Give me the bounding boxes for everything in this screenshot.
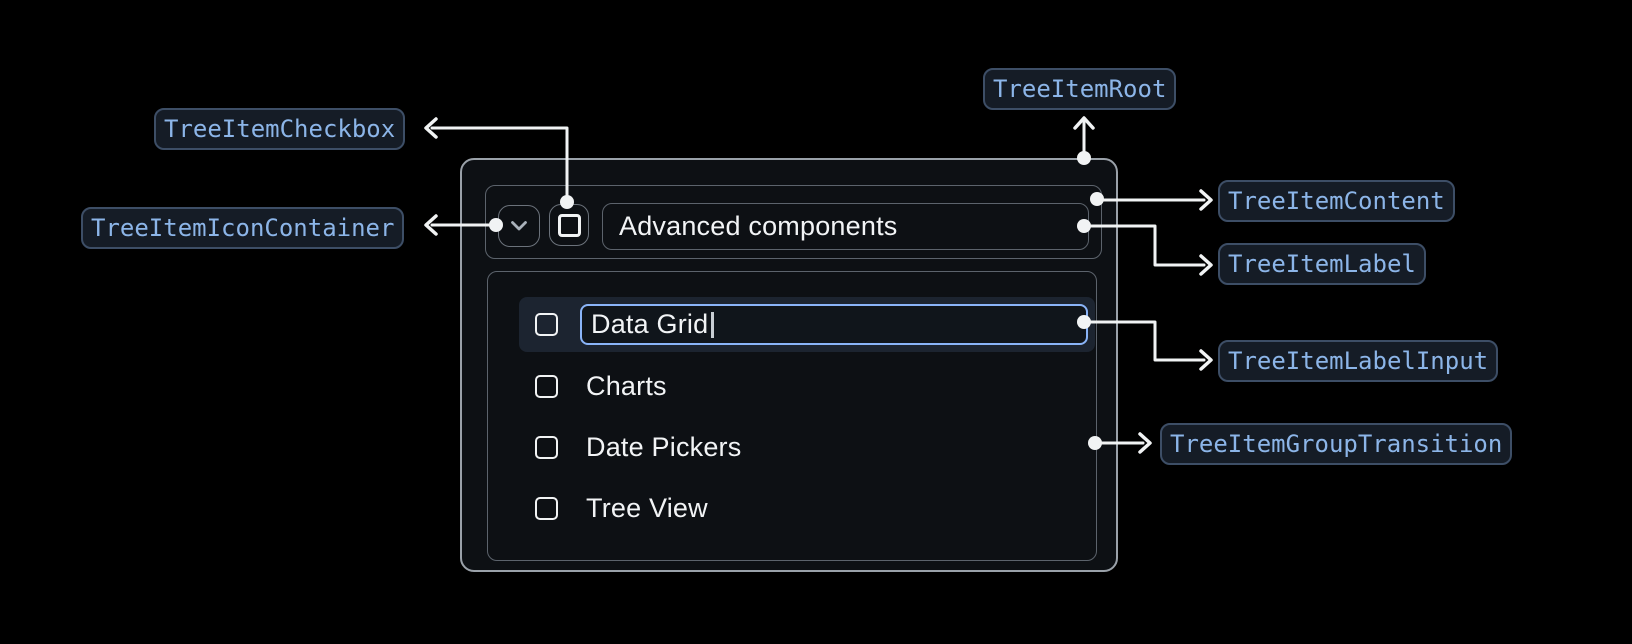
annotation-tree-item-icon-container: TreeItemIconContainer (81, 207, 405, 249)
tree-row-date-pickers[interactable]: Date Pickers (519, 420, 1095, 475)
tree-item-group-transition: Data Grid Charts Date Pickers Tree View (487, 271, 1097, 561)
tree-item-root: Advanced components Data Grid Charts Dat… (460, 158, 1118, 572)
tree-item-label: Advanced components (602, 203, 1089, 250)
tree-item-icon-container[interactable] (498, 205, 540, 247)
annotation-tree-item-label: TreeItemLabel (1218, 243, 1426, 285)
tree-item-checkbox[interactable] (535, 375, 558, 398)
annotation-tree-item-root: TreeItemRoot (983, 68, 1177, 110)
tree-item-label-text: Tree View (586, 493, 708, 523)
tree-item-label-text: Charts (586, 371, 667, 401)
annotation-tree-item-content: TreeItemContent (1218, 180, 1455, 222)
annotation-tree-item-group-transition: TreeItemGroupTransition (1160, 423, 1513, 465)
tree-item-label-text: Advanced components (619, 211, 898, 241)
annotation-tree-item-label-input: TreeItemLabelInput (1218, 340, 1499, 382)
annotation-tree-item-checkbox: TreeItemCheckbox (154, 108, 406, 150)
tree-row-tree-view[interactable]: Tree View (519, 481, 1095, 536)
tree-item-content[interactable]: Advanced components (485, 185, 1102, 259)
checkbox-unchecked-icon (557, 213, 581, 237)
text-caret (711, 311, 714, 338)
tree-row-charts[interactable]: Charts (519, 359, 1095, 414)
tree-item-checkbox[interactable] (535, 313, 558, 336)
chevron-down-icon (511, 221, 527, 231)
tree-item-label-input[interactable]: Data Grid (580, 304, 1088, 345)
tree-item-label-text: Date Pickers (586, 432, 742, 462)
tree-row-data-grid[interactable]: Data Grid (519, 297, 1095, 352)
tree-item-checkbox[interactable] (549, 204, 589, 246)
tree-item-checkbox[interactable] (535, 497, 558, 520)
label-input-value: Data Grid (591, 309, 709, 339)
tree-item-checkbox[interactable] (535, 436, 558, 459)
